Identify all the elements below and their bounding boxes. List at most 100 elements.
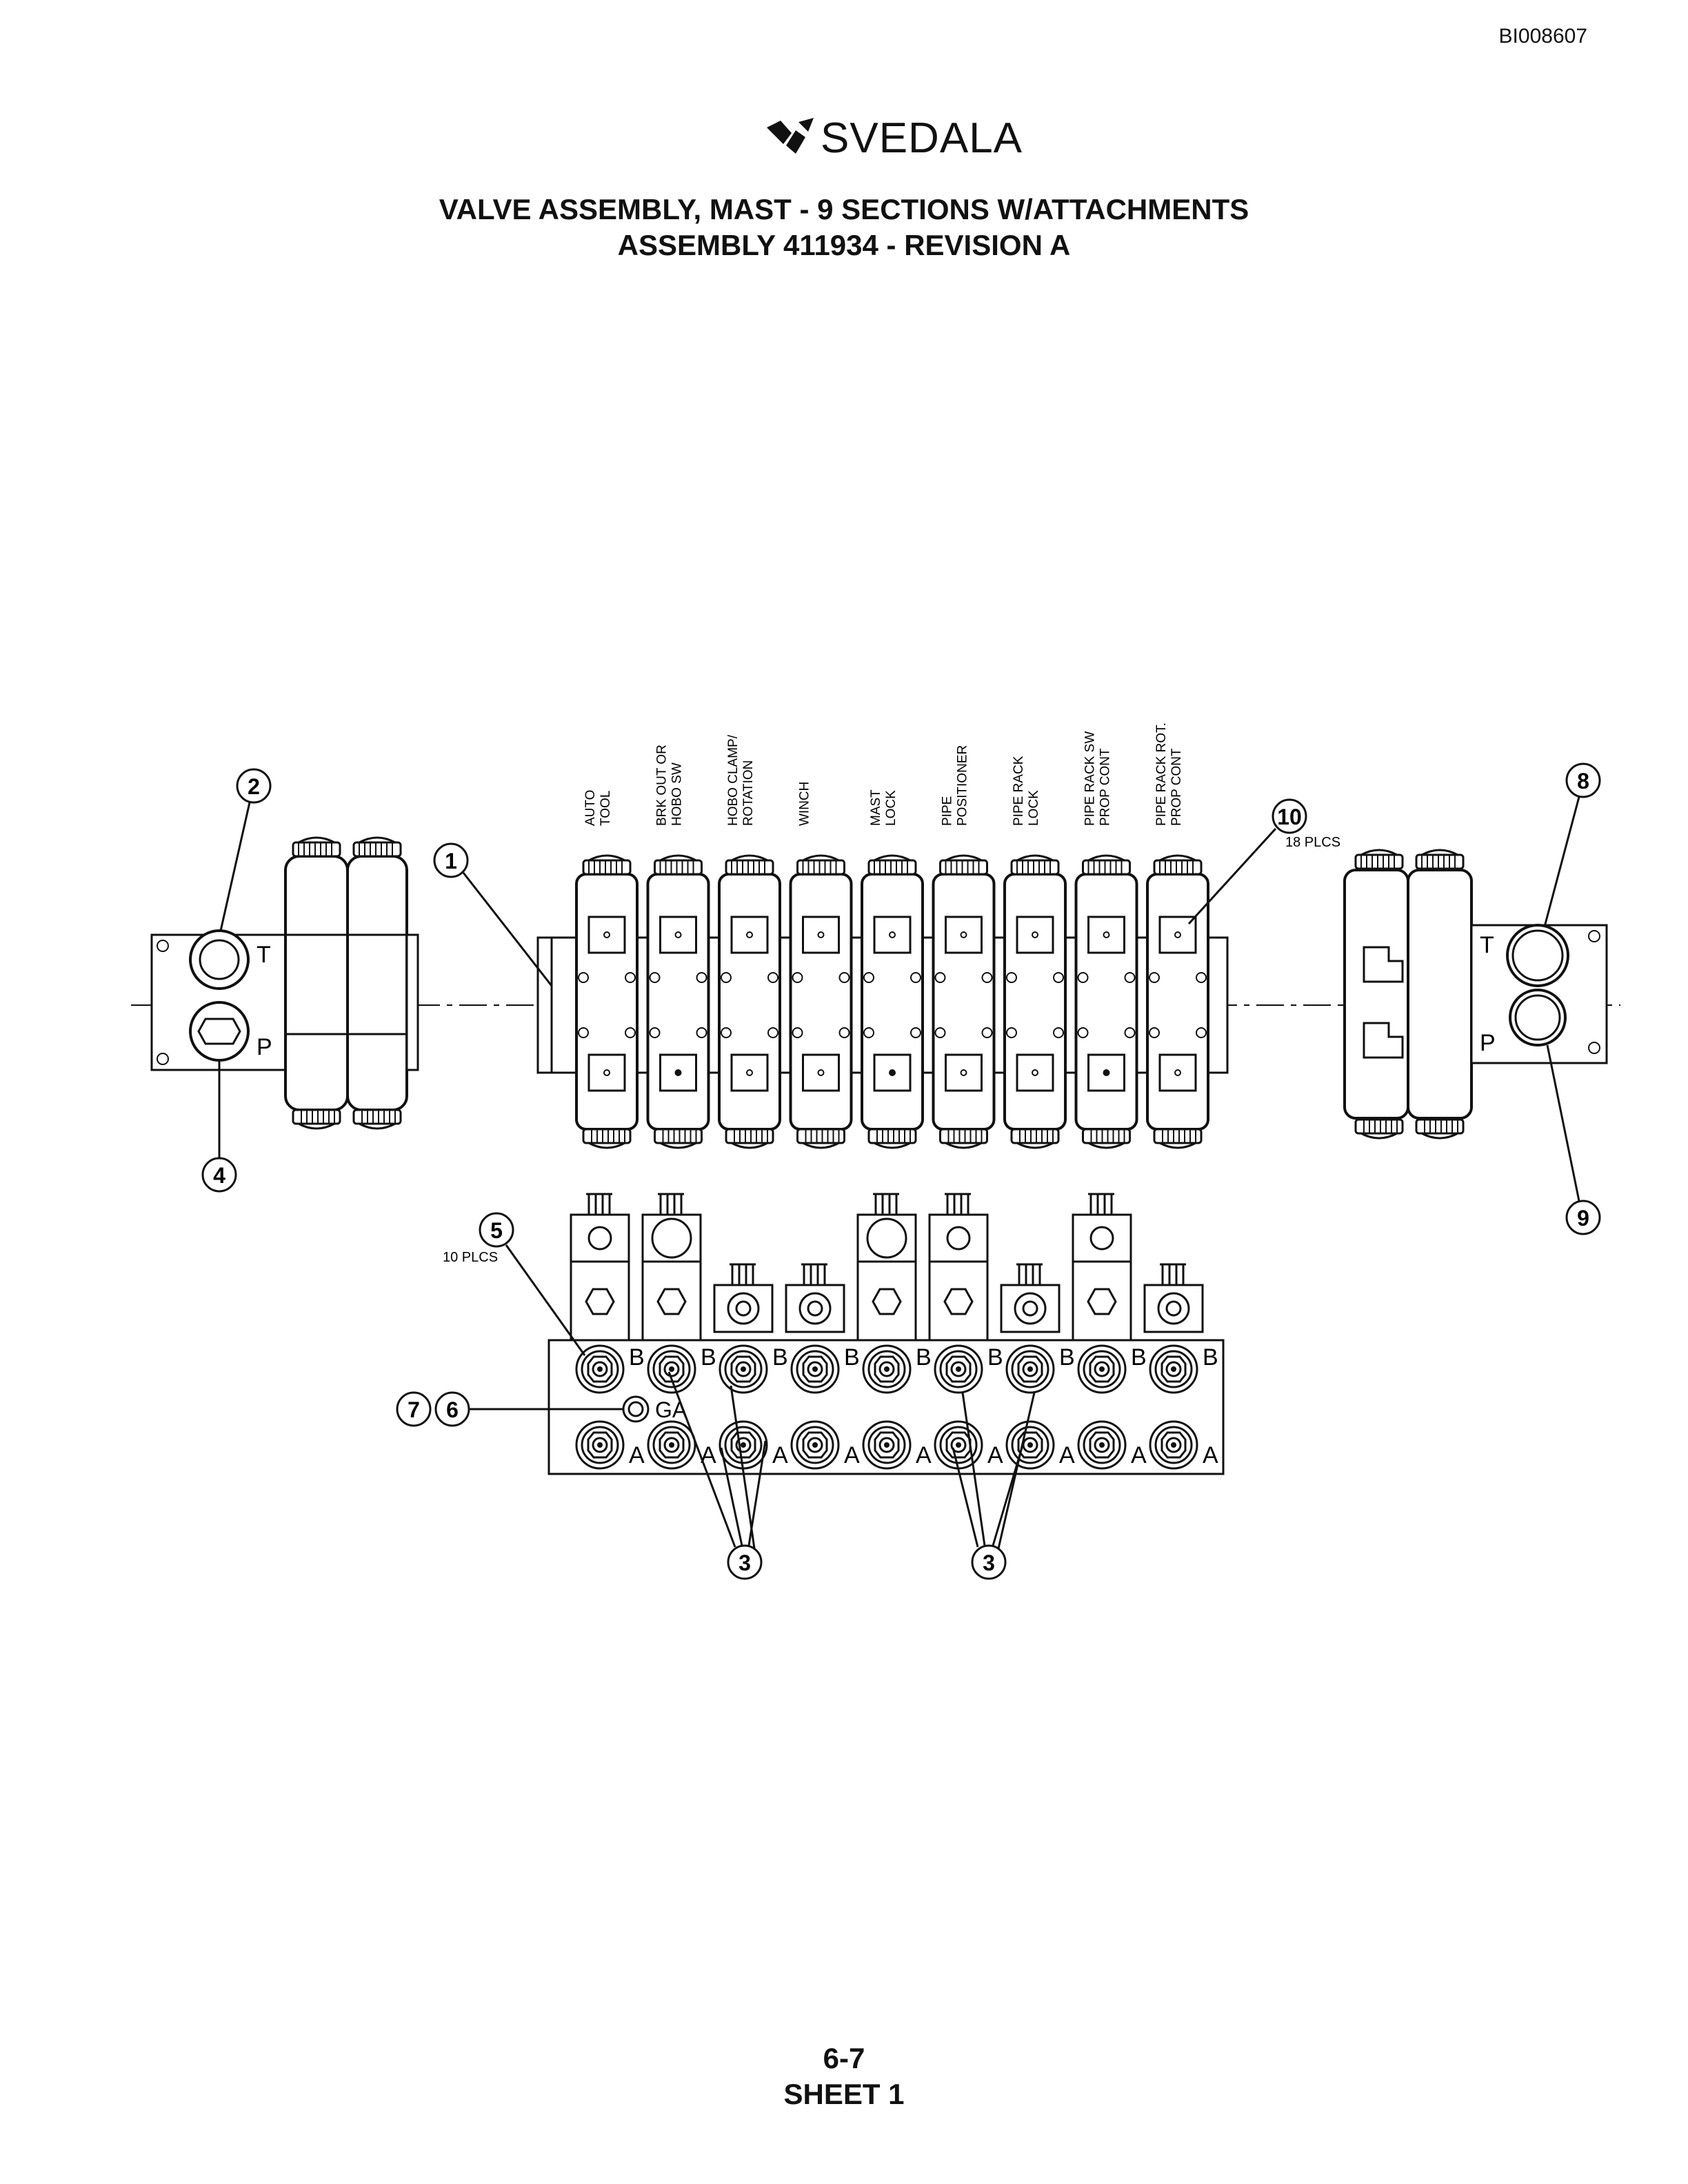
front-solenoid-6 <box>928 1193 989 1342</box>
a-port-1 <box>575 1420 625 1470</box>
section-label-2-line-2: HOBO SW <box>670 762 685 826</box>
b-port-label-3: B <box>772 1344 788 1371</box>
right-t-port-label: T <box>1480 932 1494 958</box>
sheet-number: SHEET 1 <box>783 2078 905 2110</box>
a-port-5 <box>862 1420 912 1470</box>
callout-10-qty: 18 PLCS <box>1285 835 1340 850</box>
valve-section-6 <box>932 854 996 1149</box>
page-number: 6-7 <box>823 2042 865 2074</box>
valve-section-2 <box>646 854 710 1149</box>
b-port-4 <box>790 1344 840 1394</box>
logo-text: SVEDALA <box>821 114 1023 162</box>
valve-bank-top-view <box>536 854 1229 1149</box>
valve-section-4 <box>789 854 853 1149</box>
a-port-label-3: A <box>772 1442 788 1468</box>
section-label-4-line-1: WINCH <box>798 782 812 826</box>
b-port-2 <box>647 1344 696 1394</box>
a-port-label-4: A <box>844 1442 860 1468</box>
a-port-4 <box>790 1420 840 1470</box>
drawing-title: VALVE ASSEMBLY, MAST - 9 SECTIONS W/ATTA… <box>439 193 1249 225</box>
logo: SVEDALA <box>0 114 1688 169</box>
valve-section-5 <box>861 854 924 1149</box>
section-label-3-line-1: HOBO CLAMP/ <box>726 734 741 826</box>
callout-8: 8 <box>1577 769 1589 793</box>
callout-3-left: 3 <box>738 1550 751 1575</box>
b-port-8 <box>1077 1344 1127 1394</box>
valve-section-9 <box>1146 854 1209 1149</box>
front-solenoid-8 <box>1072 1193 1132 1342</box>
section-label-6-line-2: POSITIONER <box>956 745 970 826</box>
front-solenoid-9 <box>1143 1263 1204 1333</box>
callout-9: 9 <box>1577 1206 1589 1231</box>
b-port-7 <box>1005 1344 1055 1394</box>
a-port-8 <box>1077 1420 1127 1470</box>
section-label-5-line-1: MAST <box>869 789 883 826</box>
section-label-7-line-1: PIPE RACK <box>1012 756 1026 826</box>
a-port-label-7: A <box>1059 1442 1075 1468</box>
b-port-label-1: B <box>629 1344 645 1371</box>
a-port-label-6: A <box>987 1442 1003 1468</box>
a-port-2 <box>647 1420 696 1470</box>
callout-2: 2 <box>248 774 260 799</box>
b-port-6 <box>934 1344 983 1394</box>
front-solenoid-5 <box>856 1193 917 1342</box>
b-port-label-9: B <box>1203 1344 1218 1371</box>
a-port-3 <box>719 1420 768 1470</box>
section-label-8-line-2: PROP CONT <box>1098 748 1113 826</box>
callout-7: 7 <box>408 1397 420 1422</box>
right-p-port-label: P <box>1480 1030 1496 1056</box>
valve-section-8 <box>1074 854 1138 1149</box>
section-label-5-line-2: LOCK <box>884 790 898 826</box>
a-port-6 <box>934 1420 983 1470</box>
b-port-label-2: B <box>701 1344 716 1371</box>
b-port-label-6: B <box>987 1344 1003 1371</box>
callouts <box>201 762 1601 1580</box>
a-port-label-9: A <box>1203 1442 1218 1468</box>
a-port-label-1: A <box>629 1442 645 1468</box>
front-solenoid-3 <box>713 1263 774 1333</box>
b-port-label-5: B <box>916 1344 932 1371</box>
front-solenoid-7 <box>1000 1263 1061 1333</box>
a-port-label-8: A <box>1131 1442 1147 1468</box>
callout-10: 10 <box>1277 805 1302 829</box>
left-t-port-label: T <box>257 942 271 968</box>
callout-5-qty: 10 PLCS <box>443 1250 498 1265</box>
b-port-label-8: B <box>1131 1344 1147 1371</box>
section-label-7-line-2: LOCK <box>1027 790 1041 826</box>
front-solenoid-2 <box>641 1193 702 1342</box>
section-label-9-line-1: PIPE RACK ROT. <box>1154 722 1169 826</box>
section-label-1-line-2: TOOL <box>599 791 613 826</box>
document-id: BI008607 <box>1498 25 1587 48</box>
svedala-logo-icon <box>767 118 814 154</box>
valve-section-3 <box>718 854 781 1149</box>
valve-section-1 <box>575 854 639 1149</box>
callout-4: 4 <box>213 1163 225 1188</box>
assembly-number: ASSEMBLY 411934 - REVISION A <box>617 229 1071 261</box>
section-label-3-line-2: ROTATION <box>741 760 756 826</box>
section-label-8-line-1: PIPE RACK SW <box>1083 731 1098 826</box>
a-port-label-2: A <box>701 1442 716 1468</box>
b-port-3 <box>719 1344 768 1394</box>
section-label-1-line-1: AUTO <box>583 790 598 826</box>
front-solenoid-1 <box>570 1193 630 1342</box>
ga-gauge-port <box>622 1395 650 1423</box>
a-port-7 <box>1005 1420 1055 1470</box>
a-port-9 <box>1149 1420 1198 1470</box>
left-end-view <box>150 836 419 1130</box>
b-port-label-7: B <box>1059 1344 1075 1371</box>
callout-6: 6 <box>446 1397 459 1422</box>
section-label-2-line-1: BRK OUT OR <box>655 745 670 826</box>
callout-3-right: 3 <box>983 1550 995 1575</box>
right-end-view <box>1343 849 1608 1140</box>
a-port-label-5: A <box>916 1442 932 1468</box>
section-label-6-line-1: PIPE <box>941 796 955 826</box>
b-port-9 <box>1149 1344 1198 1394</box>
left-p-port-label: P <box>257 1034 272 1060</box>
front-solenoid-4 <box>785 1263 845 1333</box>
b-port-5 <box>862 1344 912 1394</box>
callout-5: 5 <box>490 1218 503 1243</box>
ga-port-label: GA <box>655 1397 687 1422</box>
